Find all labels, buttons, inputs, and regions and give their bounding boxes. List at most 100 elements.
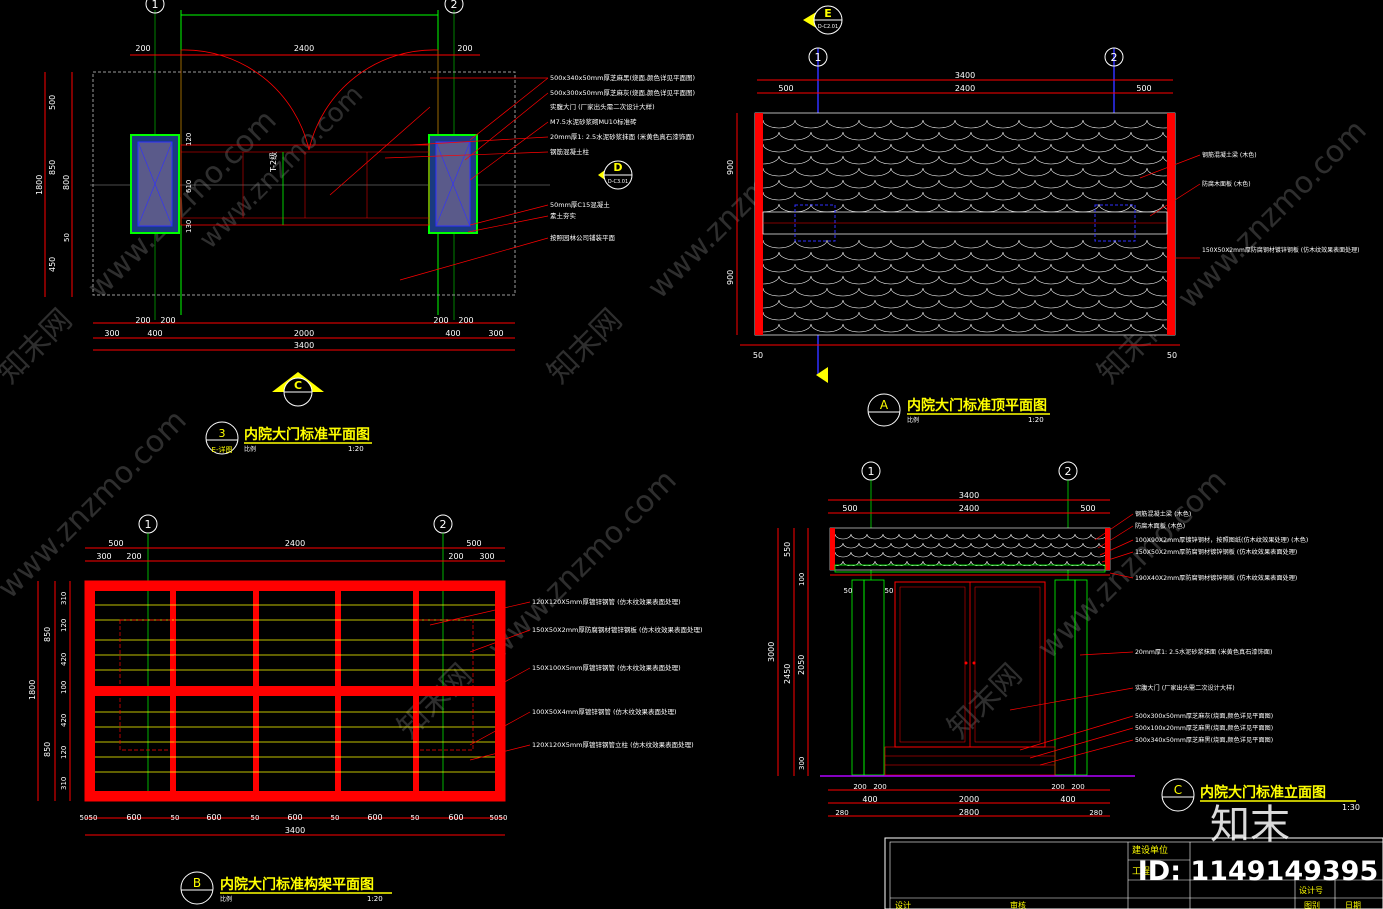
db-total: 3400 xyxy=(285,826,305,835)
dc-left-2: 100 xyxy=(798,573,806,586)
da-title-note: 比例 xyxy=(907,416,919,424)
roof-tile-row xyxy=(763,299,1167,309)
d3-grid-1: 1 xyxy=(152,0,159,11)
db-bottom-dim-label: 50 xyxy=(499,814,508,822)
dc-title-letter: C xyxy=(1174,783,1182,797)
d3-grid-2: 2 xyxy=(451,0,458,11)
roof-tiles-a xyxy=(763,119,1167,333)
da-callout-3: 150X50X2mm厚防腐钢材镀锌钢板 (仿木纹效果表面处理) xyxy=(1202,246,1359,254)
id-text: ID: 1149149395 xyxy=(1138,856,1379,887)
dc-top-2: 2400 xyxy=(959,504,979,513)
dc-bot-4: 200 xyxy=(1051,783,1064,791)
frame-member xyxy=(85,791,505,801)
db-left-mid-2: 850 xyxy=(43,742,52,757)
da-bot-1: 50 xyxy=(753,351,763,360)
roof-tile-row xyxy=(763,275,1167,285)
dc-callout-1: 钢筋混凝土梁 (木色) xyxy=(1135,510,1191,518)
db-bottom-dim-label: 50 xyxy=(490,814,499,822)
da-callout-1: 钢筋混凝土梁 (木色) xyxy=(1202,151,1257,159)
da-title-scale: 1:20 xyxy=(1028,416,1044,424)
dc-callout-4: 150X50X2mm厚防腐钢材镀锌钢板 (仿木纹效果表面处理) xyxy=(1135,548,1297,556)
d3-bot-dim-1: 300 xyxy=(104,329,119,338)
dc-top-1: 500 xyxy=(842,504,857,513)
d3-inner-120: 120 xyxy=(185,133,193,146)
dc-left-1: 550 xyxy=(783,542,792,557)
db-bottom-dim-label: 50 xyxy=(411,814,420,822)
watermark-cn-5: 知末网 xyxy=(941,657,1029,745)
d3-callout-2: 500x300x50mm厚芝麻灰(烧面,颜色详见平面图) xyxy=(550,88,695,97)
db-bottom-dim-label: 600 xyxy=(287,813,302,822)
dc-callout-6: 20mm厚1: 2.5水泥砂浆抹面 (米黄色真石漆饰面) xyxy=(1135,648,1272,656)
logo-text: 知末 xyxy=(1210,802,1290,848)
dc-callout-7: 实腹大门 (厂家出头需二次设计大样) xyxy=(1135,684,1235,692)
d3-title-number: 3 xyxy=(219,427,226,440)
da-top-2: 2400 xyxy=(955,84,975,93)
dc-bot-5: 200 xyxy=(1071,783,1084,791)
roof-tile-row xyxy=(763,239,1167,249)
dc-bot-2: 200 xyxy=(873,783,886,791)
d3-marker-d-sub: D-C3.01 xyxy=(608,179,628,185)
d3-top-dim-2: 2400 xyxy=(294,44,314,53)
dc-callout-3: 100X90X2mm厚镀锌钢材，按照图纸(仿木纹效果处理) (木色) xyxy=(1135,536,1308,544)
roof-tile-row xyxy=(763,311,1167,321)
roof-tile-row xyxy=(763,119,1167,129)
db-top-6: 200 xyxy=(448,552,463,561)
db-left-3: 420 xyxy=(60,653,68,666)
d3-left-850: 850 xyxy=(48,160,57,175)
watermark-cn-1: 知末网 xyxy=(0,302,79,390)
d3-callout-3: 实腹大门 (厂家出头需二次设计大样) xyxy=(550,102,655,111)
dc-left-outer-1: 3000 xyxy=(767,642,776,662)
dc-grid-1: 1 xyxy=(868,465,875,478)
dc-callout-2: 防腐木面板 (木色) xyxy=(1135,522,1185,530)
dc-callout-10: 500x340x50mm厚芝麻黑(烧面,颜色详见平面图) xyxy=(1135,736,1273,744)
db-bottom-dim-label: 50 xyxy=(251,814,260,822)
dc-bot-10: 280 xyxy=(1089,809,1102,817)
pier-outline xyxy=(119,619,176,751)
d3-callout-8: 素土夯实 xyxy=(550,211,577,220)
d3-title-sheet: E-详图 xyxy=(212,445,233,454)
d3-title-note: 比例 xyxy=(244,445,256,453)
d3-top-dim-3: 200 xyxy=(457,44,472,53)
db-top-1: 500 xyxy=(108,539,123,548)
db-title-scale: 1:20 xyxy=(367,895,383,903)
d3-bot-dim-5: 200 xyxy=(433,316,448,325)
d3-bot-dim-3: 200 xyxy=(160,316,175,325)
db-callout-5: 120X120X5mm厚镀锌钢管立柱 (仿木纹效果表面处理) xyxy=(532,740,694,749)
watermark-url-6: www.znzmo.com xyxy=(481,463,684,666)
da-left-2: 900 xyxy=(726,270,735,285)
d3-left-800: 800 xyxy=(62,175,71,190)
d3-callout-6: 钢筋混凝土柱 xyxy=(550,147,590,156)
d3-callout-9: 按照园林公司铺装平面 xyxy=(550,233,616,242)
dc-left-outer-2: 2450 xyxy=(783,664,792,684)
db-callout-1: 120X120X5mm厚镀锌钢管 (仿木纹效果表面处理) xyxy=(532,597,681,606)
d3-title-scale: 1:20 xyxy=(348,445,364,453)
roof-tiles-c xyxy=(835,533,1105,566)
dc-left-4: 300 xyxy=(798,757,806,770)
frame-member xyxy=(495,581,505,801)
d3-title: 内院大门标准平面图 xyxy=(244,426,370,443)
drawing-3-plan: 1 2 T-2级 120 610 130 xyxy=(35,0,695,455)
db-bottom-dim-label: 50 xyxy=(80,814,89,822)
da-marker-e-sub: D-C2.01 xyxy=(818,24,838,30)
tb-date: 日期 xyxy=(1345,901,1361,909)
roof-tile-row xyxy=(763,263,1167,273)
dc-inner-1: 50 xyxy=(844,587,853,595)
roof-tile-row xyxy=(763,179,1167,189)
db-title-letter: B xyxy=(193,876,201,890)
db-bottom-dim-label: 600 xyxy=(126,813,141,822)
tb-design-no: 设计号 xyxy=(1299,885,1323,895)
dc-bot-8: 280 xyxy=(835,809,848,817)
db-callout-3: 150X100X5mm厚镀锌钢管 (仿木纹效果表面处理) xyxy=(532,663,681,672)
d3-marker-c: C xyxy=(294,379,302,392)
roof-tile-row xyxy=(835,551,1105,558)
d3-callout-1: 500x340x50mm厚芝麻黑(烧面,颜色详见平面图) xyxy=(550,73,695,82)
db-bottom-dim-label: 50 xyxy=(89,814,98,822)
d3-inner-130: 130 xyxy=(185,220,193,233)
dc-callout-5: 190X40X2mm厚防腐钢材镀锌钢板 (仿木纹效果表面处理) xyxy=(1135,574,1297,582)
tb-design: 设计 xyxy=(895,900,911,909)
dc-title-scale: 1:30 xyxy=(1342,803,1360,812)
dc-callout-8: 500x300x50mm厚芝麻灰(烧面,颜色详见平面图) xyxy=(1135,712,1273,720)
roof-tile-row xyxy=(835,560,1105,566)
